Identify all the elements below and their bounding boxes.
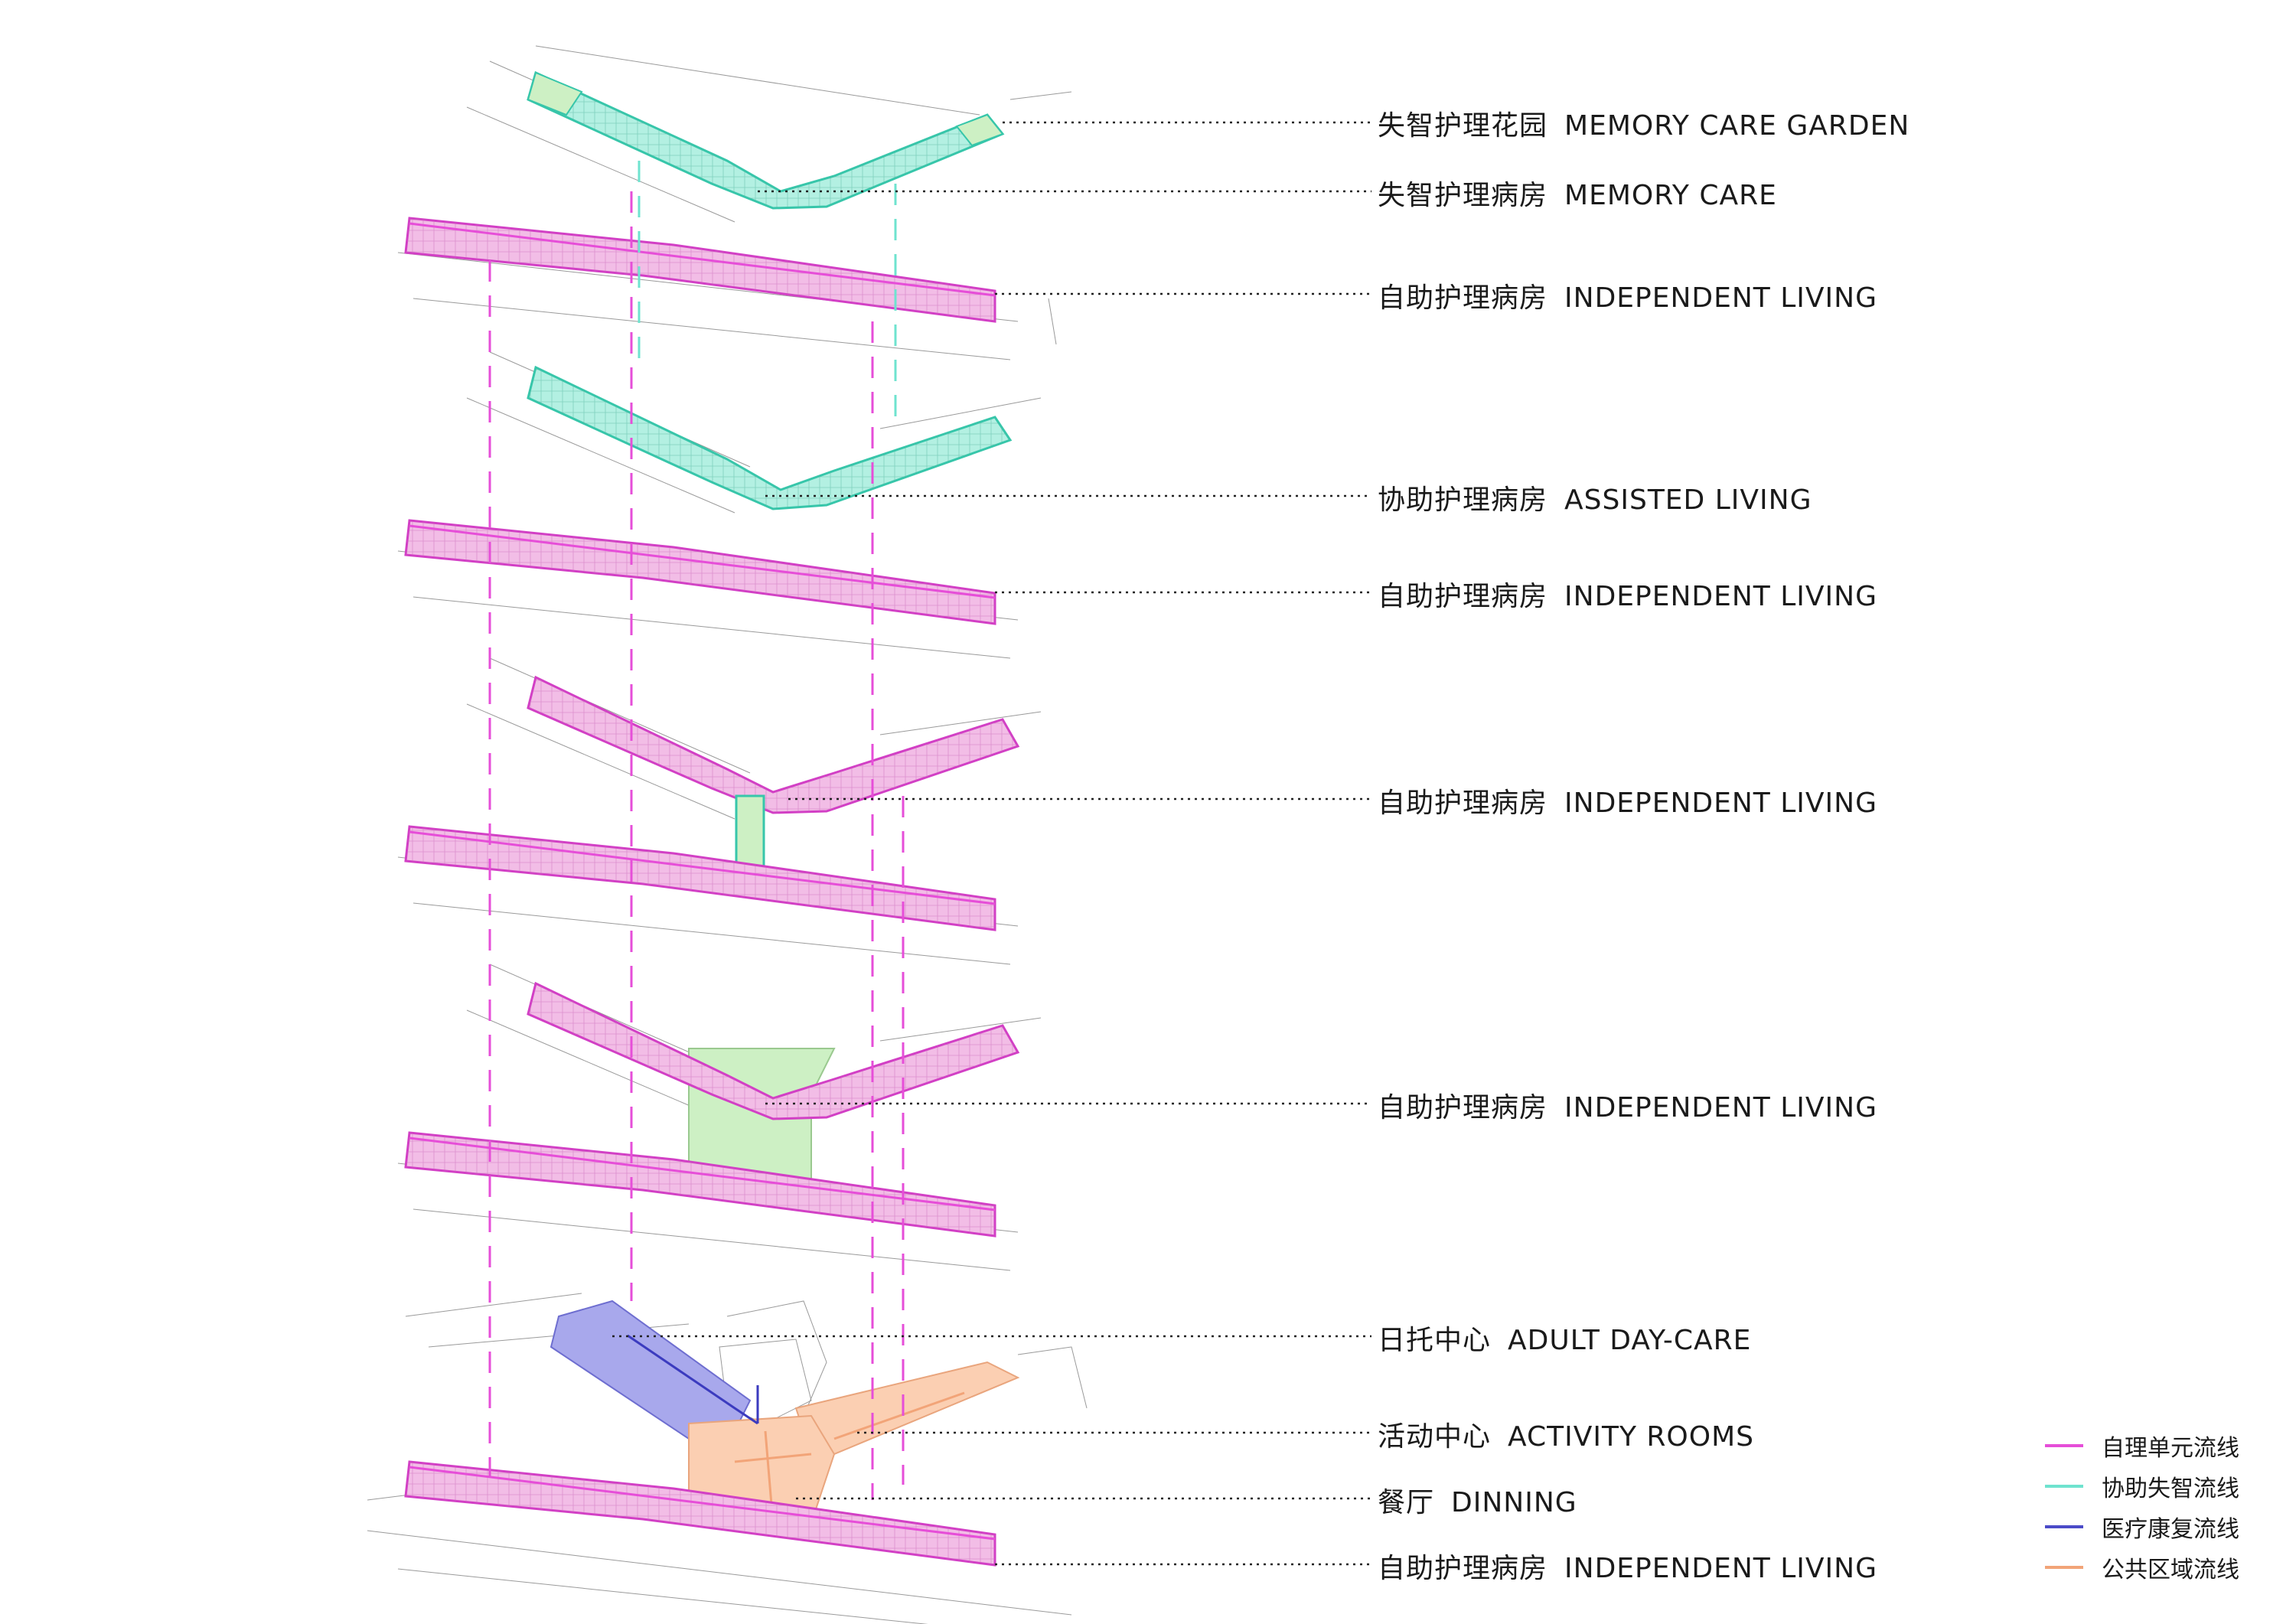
adult-day-care-wing — [550, 1300, 752, 1440]
floor-3 — [397, 657, 1042, 965]
legend-item-independent-circulation: 自理单元流线 — [2045, 1425, 2239, 1466]
floor-1 — [367, 1293, 1088, 1624]
circulation-legend: 自理单元流线 协助失智流线 医疗康复流线 公共区域流线 — [2045, 1425, 2239, 1587]
activity-rooms-wing — [794, 1361, 1020, 1455]
memory-care-garden-area — [527, 71, 583, 116]
vertical-circulation — [488, 161, 905, 1500]
legend-item-public-circulation: 公共区域流线 — [2045, 1547, 2239, 1587]
legend-label: 公共区域流线 — [2102, 1556, 2239, 1583]
legend-swatch-blue — [2045, 1525, 2083, 1528]
legend-item-medical-rehab-circulation: 医疗康复流线 — [2045, 1506, 2239, 1547]
floor-2 — [397, 964, 1042, 1271]
legend-label: 医疗康复流线 — [2102, 1515, 2239, 1543]
legend-item-assisted-memory-circulation: 协助失智流线 — [2045, 1466, 2239, 1506]
floor-5 — [397, 45, 1072, 360]
legend-swatch-teal — [2045, 1484, 2083, 1488]
legend-swatch-orange — [2045, 1565, 2083, 1569]
legend-label: 自理单元流线 — [2102, 1434, 2239, 1462]
leader-lines — [612, 121, 1371, 1566]
memory-care-garden-area-east — [955, 113, 1004, 147]
floor-4 — [397, 351, 1042, 659]
legend-swatch-pink — [2045, 1443, 2083, 1447]
legend-label: 协助失智流线 — [2102, 1475, 2239, 1502]
